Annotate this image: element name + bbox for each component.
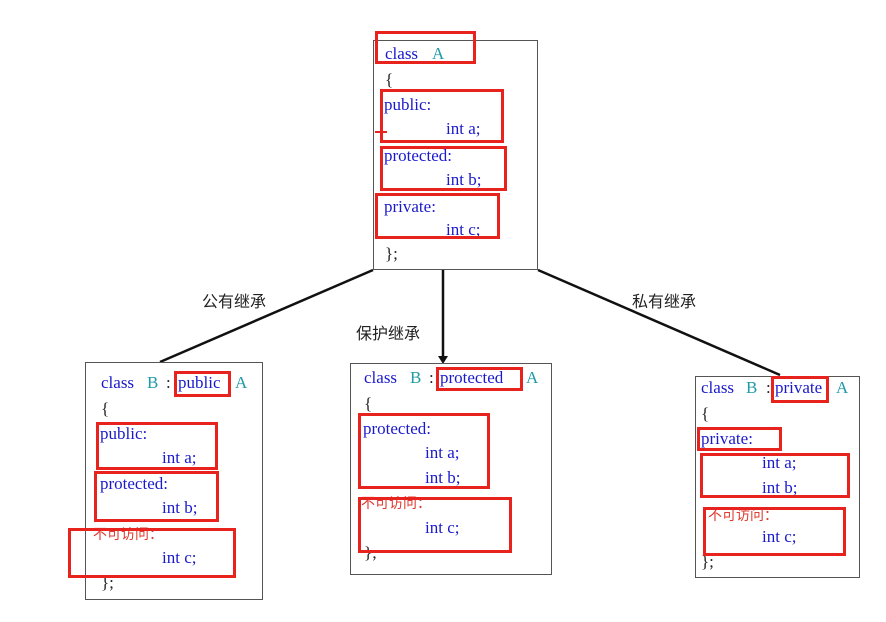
- class-b-private-inaccessible-label: 不可访问：: [708, 509, 778, 524]
- highlight-b-public-sec1: [96, 422, 218, 470]
- class-a-private-label: private:: [384, 197, 436, 216]
- edge-protected-arrowhead: [438, 356, 448, 364]
- class-a-box: [373, 40, 538, 270]
- class-a-protected-member: int b;: [446, 170, 482, 189]
- class-b-private-member-b: int b;: [762, 478, 798, 497]
- class-a-name: A: [432, 44, 445, 63]
- edge-label-private: 私有继承: [632, 294, 697, 311]
- class-b-protected-keyword: class: [364, 368, 398, 387]
- class-b-protected-inaccessible-label: 不可访问：: [361, 497, 431, 512]
- class-b-public-inaccessible-label: 不可访问：: [93, 528, 163, 543]
- highlight-b-protected-inaccessible: [358, 497, 512, 553]
- class-b-protected-name: B: [410, 368, 422, 387]
- class-b-private-close-brace: };: [701, 552, 714, 571]
- edge-private-line: [537, 268, 781, 377]
- class-a-public-member: int a;: [446, 119, 481, 138]
- class-b-private-open-brace: {: [701, 404, 710, 423]
- highlight-b-protected-mode: [436, 367, 523, 391]
- edge-label-protected: 保护继承: [356, 326, 421, 343]
- highlight-b-public-sec2: [94, 471, 219, 522]
- edge-label-public: 公有继承: [202, 294, 267, 311]
- highlight-class-a-title: [375, 31, 476, 64]
- class-a-open-brace: {: [385, 70, 394, 89]
- class-b-protected-section-label: protected:: [363, 419, 431, 438]
- class-a-protected-label: protected:: [384, 146, 452, 165]
- class-a-keyword: class: [385, 44, 419, 63]
- class-b-protected-mode: protected: [440, 368, 504, 387]
- class-a-close-brace: };: [385, 244, 398, 263]
- class-b-public-sec2-label: protected:: [100, 474, 168, 493]
- class-b-public-open-brace: {: [101, 399, 110, 418]
- class-b-public-mode: public: [178, 373, 221, 392]
- class-b-public-colon: :: [166, 373, 171, 392]
- class-b-public-inaccessible-member: int c;: [162, 548, 197, 567]
- class-b-private-base: A: [836, 378, 849, 397]
- class-b-protected-inaccessible-member: int c;: [425, 518, 460, 537]
- highlight-class-a-private: [375, 193, 500, 239]
- class-b-private-colon: :: [766, 378, 771, 397]
- class-b-public-sec1-label: public:: [100, 424, 148, 443]
- class-b-private-name: B: [746, 378, 758, 397]
- cursor-tick-mark-vertical: [380, 126, 382, 138]
- class-b-public-sec2-member: int b;: [162, 498, 198, 517]
- class-b-protected-open-brace: {: [364, 394, 373, 413]
- class-b-protected-member-a: int a;: [425, 443, 460, 462]
- highlight-b-private-inaccessible: [703, 507, 846, 556]
- class-b-public-keyword: class: [101, 373, 135, 392]
- highlight-b-private-mode: [771, 376, 829, 403]
- class-a-public-label: public:: [384, 95, 432, 114]
- class-b-private-section-label: private:: [701, 429, 753, 448]
- class-b-private-member-a: int a;: [762, 453, 797, 472]
- class-b-protected-box: [350, 363, 552, 575]
- class-b-protected-base: A: [526, 368, 539, 387]
- highlight-b-protected-section: [358, 413, 490, 489]
- class-b-public-base: A: [235, 373, 248, 392]
- highlight-class-a-protected: [380, 146, 507, 191]
- class-a-private-member: int c;: [446, 220, 481, 239]
- class-b-protected-member-b: int b;: [425, 468, 461, 487]
- highlight-class-a-public: [380, 89, 504, 143]
- highlight-b-private-members: [700, 453, 850, 498]
- class-b-public-sec1-member: int a;: [162, 448, 197, 467]
- class-b-private-mode: private: [775, 378, 823, 397]
- highlight-b-private-section-label: [697, 427, 782, 451]
- class-b-protected-colon: :: [429, 368, 434, 387]
- edge-public-line: [159, 268, 374, 364]
- highlight-b-public-inaccessible: [68, 528, 236, 578]
- class-b-private-keyword: class: [701, 378, 735, 397]
- class-b-private-box: [695, 376, 860, 578]
- class-b-private-inaccessible-member: int c;: [762, 527, 797, 546]
- class-b-public-name: B: [147, 373, 159, 392]
- highlight-b-public-mode: [174, 371, 231, 397]
